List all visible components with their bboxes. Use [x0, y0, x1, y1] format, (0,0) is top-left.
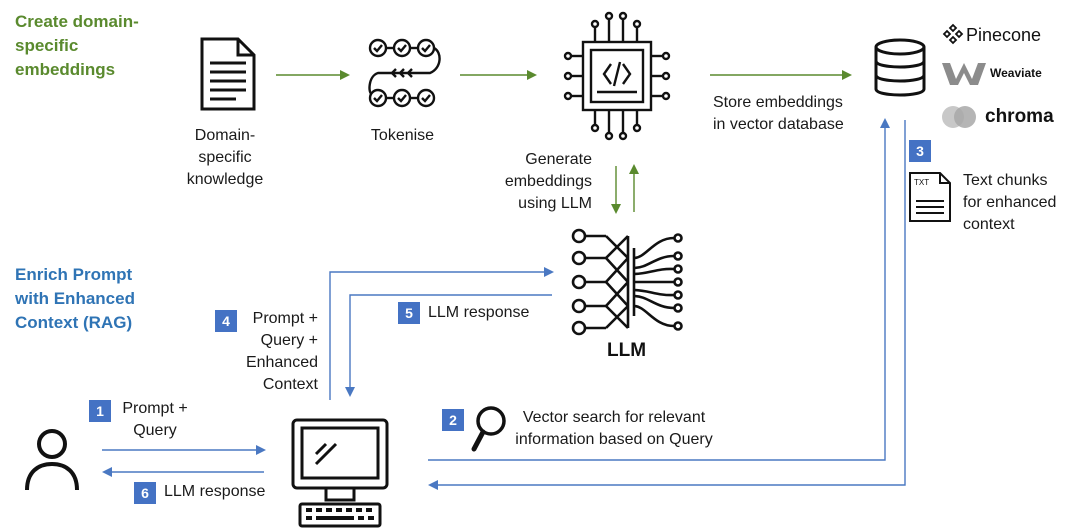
computer-icon	[291, 418, 389, 528]
label-store-embeddings: Store embeddings in vector database	[713, 94, 844, 133]
badge-3: 3	[909, 140, 931, 162]
heading-create-embeddings: Create domain- specific embeddings	[15, 12, 139, 79]
label-vector-search: Vector search for relevant information b…	[515, 409, 713, 448]
arrow-prompt-to-llm	[329, 267, 554, 400]
label-prompt-enhanced: Prompt + Query + Enhanced Context	[245, 310, 318, 393]
badge-1: 1	[89, 400, 111, 422]
brand-chroma: chroma	[985, 106, 1054, 127]
label-prompt-query: Prompt + Query	[122, 400, 188, 439]
chroma-logo	[942, 106, 976, 128]
txt-file-icon: TXT	[909, 172, 951, 222]
tokenise-icon	[368, 38, 441, 108]
label-llm-response-bottom: LLM response	[164, 483, 266, 500]
badge-5: 5	[398, 302, 420, 324]
database-icon	[874, 38, 926, 97]
pinecone-logo	[942, 23, 964, 45]
txt-file-tag: TXT	[914, 178, 929, 187]
processor-icon	[563, 11, 671, 141]
label-domain-knowledge: Domain- specific knowledge	[186, 127, 264, 188]
brand-weaviate: Weaviate	[990, 66, 1042, 80]
badge-2: 2	[442, 409, 464, 431]
arrow-computer-to-db	[428, 118, 890, 461]
label-tokenise: Tokenise	[370, 127, 435, 144]
badge-6: 6	[134, 482, 156, 504]
label-generate-embeddings: Generate embeddings using LLM	[504, 151, 592, 212]
arrow-db-to-computer	[428, 120, 906, 490]
label-llm: LLM	[607, 340, 647, 361]
user-icon	[25, 429, 79, 491]
document-icon	[200, 37, 256, 111]
brand-pinecone: Pinecone	[966, 25, 1042, 45]
arrow-llm-response-to-computer	[345, 294, 552, 397]
badge-4: 4	[215, 310, 237, 332]
label-llm-response-top: LLM response	[428, 304, 530, 321]
neural-network-icon	[571, 228, 683, 336]
magnifier-icon	[471, 406, 506, 452]
weaviate-logo	[942, 63, 986, 85]
heading-enrich-prompt: Enrich Prompt with Enhanced Context (RAG…	[15, 265, 135, 332]
label-text-chunks: Text chunks for enhanced context	[963, 172, 1057, 233]
